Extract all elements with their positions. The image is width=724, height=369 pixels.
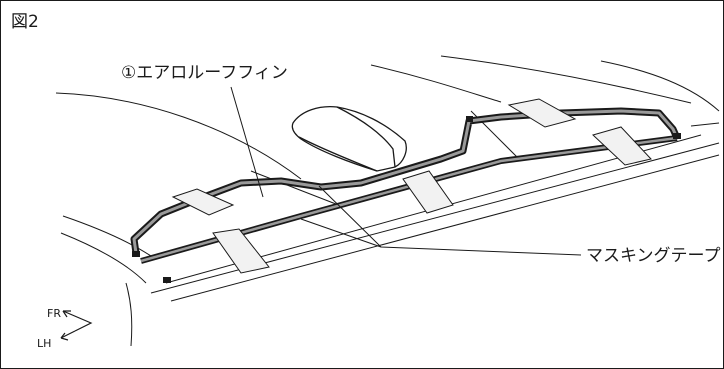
roof-edge-line	[150, 142, 720, 294]
roof-edge-line	[55, 92, 302, 180]
roof-edge-line	[440, 55, 692, 104]
roof-edge-line	[60, 232, 147, 284]
fin-leader-line	[230, 86, 264, 198]
masking-tape-piece	[402, 170, 454, 214]
shark-fin-antenna	[291, 105, 407, 172]
roof-edge-line	[125, 282, 133, 347]
figure-title: 図2	[11, 12, 39, 32]
clip-mark	[132, 251, 140, 257]
tape-leader-line	[318, 185, 582, 256]
masking-tape-piece	[507, 98, 577, 128]
masking-tape-piece	[592, 126, 652, 166]
roof-contours	[55, 55, 720, 347]
clip-mark	[673, 133, 681, 139]
left-direction-label: LH	[37, 337, 52, 350]
clip-mark	[163, 277, 171, 283]
masking-tape-piece	[212, 228, 270, 274]
masking-tapes	[171, 98, 652, 274]
front-direction-label: FR	[47, 307, 61, 320]
roof-edge-line	[690, 122, 720, 127]
clip-mark	[466, 116, 473, 122]
aero-roof-fin-label: ①エアロルーフフィン	[121, 63, 288, 83]
masking-tape-label: マスキングテープ	[586, 246, 721, 266]
roof-edge-line	[600, 60, 720, 112]
tape-leader-line	[300, 218, 382, 248]
direction-arrows	[60, 310, 93, 341]
callout-leaders	[230, 86, 582, 256]
roof-edge-line	[370, 64, 502, 103]
roof-edge-line	[62, 215, 152, 257]
masking-tape-piece	[171, 188, 235, 216]
fin-clips	[132, 116, 681, 283]
roof-edge-line	[170, 154, 720, 302]
roof-edge-line	[250, 170, 342, 207]
